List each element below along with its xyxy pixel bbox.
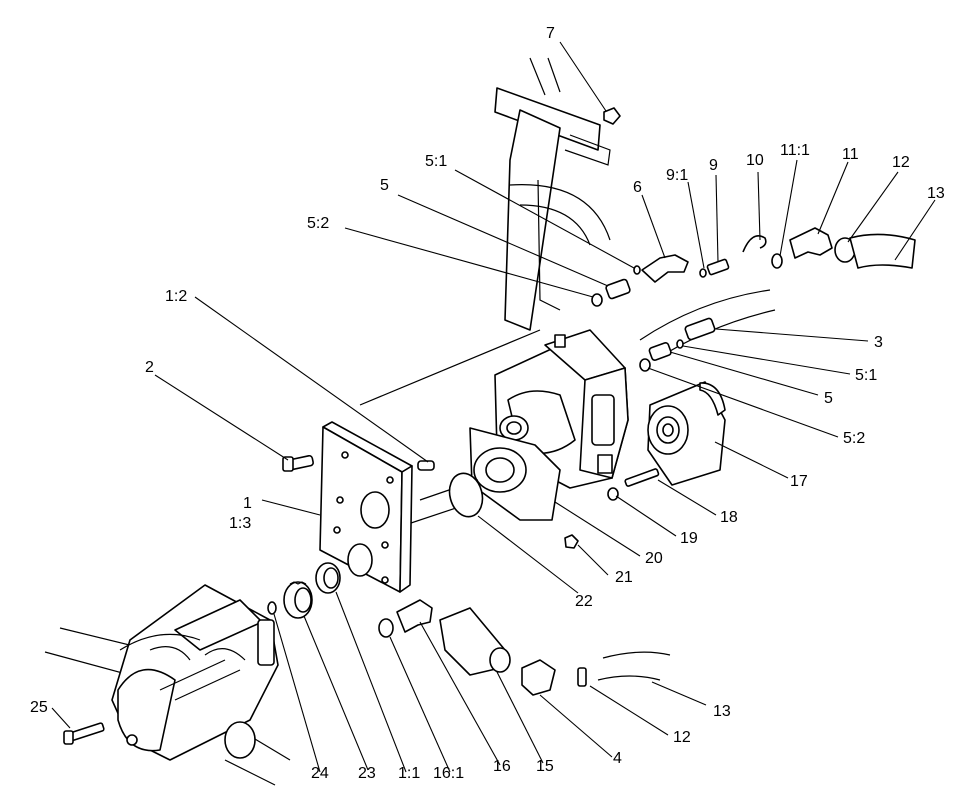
callout-18: 18 bbox=[720, 509, 738, 526]
nut-21 bbox=[564, 534, 579, 549]
pump-bolt-18 bbox=[624, 468, 660, 487]
callout-23: 23 bbox=[358, 765, 376, 782]
callout-5-2-right: 5:2 bbox=[843, 430, 865, 447]
o-ring-5-2-right bbox=[639, 358, 651, 372]
o-ring-9-1 bbox=[699, 268, 707, 278]
o-ring-5-1-top bbox=[633, 265, 641, 275]
elbow-fitting-11 bbox=[789, 227, 833, 259]
cap-nut bbox=[603, 107, 621, 125]
callout-13-top: 13 bbox=[927, 185, 945, 202]
callout-9-1: 9:1 bbox=[666, 167, 688, 184]
callout-20: 20 bbox=[645, 550, 663, 567]
o-ring-5-1-right bbox=[676, 339, 684, 349]
callout-7: 7 bbox=[546, 25, 555, 42]
callout-1: 1 bbox=[243, 495, 252, 512]
o-ring-11-1 bbox=[771, 253, 783, 269]
o-ring-16-1 bbox=[378, 618, 394, 638]
callout-17: 17 bbox=[790, 473, 808, 490]
callout-10: 10 bbox=[746, 152, 764, 169]
callout-22: 22 bbox=[575, 593, 593, 610]
mounting-plate bbox=[319, 421, 413, 593]
elbow-fitting-6 bbox=[641, 254, 689, 283]
dowel-pin bbox=[417, 460, 435, 471]
hydraulic-pump bbox=[389, 329, 629, 531]
callout-16-1: 16:1 bbox=[433, 765, 464, 782]
callout-21: 21 bbox=[615, 569, 633, 586]
hose-13-bottom bbox=[597, 651, 671, 681]
callout-5-right: 5 bbox=[824, 390, 833, 407]
callout-6: 6 bbox=[633, 179, 642, 196]
callout-labels: 7 5:1 5 5:2 6 9:1 9 10 11:1 11 12 13 3 5… bbox=[30, 25, 945, 782]
callout-1-3: 1:3 bbox=[229, 515, 251, 532]
callout-3: 3 bbox=[874, 334, 883, 351]
callout-12-top: 12 bbox=[892, 154, 910, 171]
callout-5-top: 5 bbox=[380, 177, 389, 194]
washer-19 bbox=[607, 487, 619, 501]
nipple-fitting-9 bbox=[706, 258, 730, 276]
adapter-4 bbox=[521, 659, 556, 696]
fitting-5-top bbox=[605, 278, 631, 300]
retaining-ring bbox=[267, 601, 277, 615]
callout-12-bottom: 12 bbox=[673, 729, 691, 746]
callout-16: 16 bbox=[493, 758, 511, 775]
drive-gear bbox=[283, 581, 313, 619]
callout-1-1: 1:1 bbox=[398, 765, 420, 782]
plate-bolt bbox=[282, 454, 314, 472]
callout-11-1: 11:1 bbox=[780, 142, 810, 159]
callout-9: 9 bbox=[709, 157, 718, 174]
hose-13-top bbox=[849, 233, 916, 269]
callout-19: 19 bbox=[680, 530, 698, 547]
clip-10 bbox=[742, 235, 767, 253]
callout-1-2: 1:2 bbox=[165, 288, 187, 305]
callout-4: 4 bbox=[613, 750, 622, 767]
callout-11: 11 bbox=[842, 146, 859, 163]
callout-13-bottom: 13 bbox=[713, 703, 731, 720]
gearbox-housing bbox=[44, 584, 291, 786]
gearbox-bolt bbox=[63, 722, 105, 745]
frame-bracket bbox=[359, 57, 611, 406]
elbow-fitting-16 bbox=[396, 599, 433, 633]
seal-ring bbox=[315, 562, 341, 594]
hose-barb-12-bottom bbox=[577, 667, 587, 687]
leader-lines bbox=[51, 41, 936, 773]
callout-5-1-top: 5:1 bbox=[425, 153, 447, 170]
oil-filter bbox=[647, 381, 726, 486]
callout-5-2-top: 5:2 bbox=[307, 215, 329, 232]
inline-filter-15 bbox=[439, 607, 511, 676]
o-ring-5-2-top bbox=[591, 293, 603, 307]
fitting-5-right bbox=[648, 341, 672, 361]
callout-24: 24 bbox=[311, 765, 329, 782]
callout-25: 25 bbox=[30, 699, 48, 716]
callout-5-1-right: 5:1 bbox=[855, 367, 877, 384]
callout-2: 2 bbox=[145, 359, 154, 376]
o-ring-22 bbox=[448, 472, 484, 518]
callout-15: 15 bbox=[536, 758, 554, 775]
